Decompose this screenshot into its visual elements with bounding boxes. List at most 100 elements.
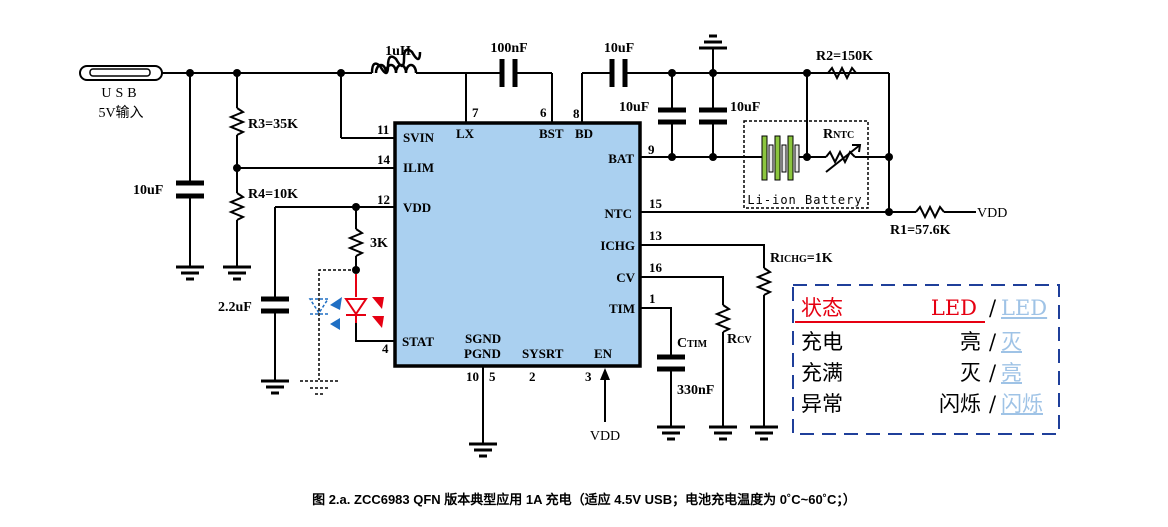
legend-alt-led-state: 闪烁 <box>1001 392 1043 416</box>
legend-header-led: LED <box>930 296 977 320</box>
battery-cell <box>761 135 800 181</box>
legend-slash: / <box>989 361 997 385</box>
legend-header-alt-led: LED <box>1001 296 1048 320</box>
bd-capacitor-label: 10uF <box>604 41 634 56</box>
ic-pin-sysrt: SYSRT 2 <box>522 346 564 384</box>
ic-pin-cv: 16 CV <box>616 260 662 285</box>
usb-connector <box>79 65 163 81</box>
tim-capacitor-name: CTIM <box>677 336 708 351</box>
legend-state: 异常 <box>801 392 843 416</box>
ichg-resistor-label: RICHG=1K <box>770 251 833 266</box>
legend-state: 充电 <box>801 330 843 354</box>
svg-text:CV: CV <box>616 270 635 285</box>
vdd-capacitor <box>259 207 291 395</box>
bat-capacitor-2-label: 10uF <box>730 100 760 115</box>
r4-label: R4=10K <box>248 187 298 202</box>
svg-text:12: 12 <box>377 192 390 207</box>
legend-header-state: 状态 <box>801 296 843 320</box>
battery-label: Li-ion Battery <box>747 193 862 207</box>
svg-text:ILIM: ILIM <box>403 160 434 175</box>
svg-text:13: 13 <box>649 228 663 243</box>
led-resistor-3k <box>347 207 365 270</box>
svg-text:SVIN: SVIN <box>403 130 435 145</box>
legend-header-slash: / <box>989 296 997 320</box>
svg-text:6: 6 <box>540 105 547 120</box>
r3-resistor <box>228 73 246 168</box>
ic-pin-sgnd: SGND 10 <box>465 331 501 384</box>
input-capacitor <box>174 73 206 281</box>
bat-capacitor-2 <box>699 73 727 157</box>
svg-text:2: 2 <box>529 369 536 384</box>
ntc-label: RNTC <box>823 127 854 142</box>
cv-resistor-label: RCV <box>727 332 752 347</box>
ic-pin-bat: 9 BAT <box>608 142 655 166</box>
legend-state: 充满 <box>801 361 843 385</box>
svg-text:TIM: TIM <box>609 301 635 316</box>
svg-text:14: 14 <box>377 152 391 167</box>
svg-text:BD: BD <box>575 126 593 141</box>
svg-text:LX: LX <box>456 126 475 141</box>
usb-input-label: 5V输入 <box>98 105 143 121</box>
svg-text:4: 4 <box>382 341 389 356</box>
ic-pin-tim: 1 TIM <box>609 291 656 316</box>
ic-zcc6983 <box>393 121 642 368</box>
svg-text:VDD: VDD <box>403 200 431 215</box>
svg-text:SYSRT: SYSRT <box>522 346 564 361</box>
ntc-thermistor <box>825 144 889 173</box>
tim-capacitor <box>640 307 687 441</box>
svg-text:11: 11 <box>377 122 389 137</box>
bst-capacitor <box>499 59 553 123</box>
svg-text:7: 7 <box>472 105 479 120</box>
legend-led-state: 亮 <box>960 330 981 354</box>
svg-text:BAT: BAT <box>608 151 634 166</box>
led-status-legend: 状态 LED / LED 充电 亮 / 灭 充满 灭 / 亮 异常 闪烁 / 闪… <box>793 283 1059 433</box>
r3-label: R3=35K <box>248 117 298 132</box>
svg-text:BST: BST <box>539 126 564 141</box>
r1-label: R1=57.6K <box>890 223 951 238</box>
tim-capacitor-value: 330nF <box>677 383 714 398</box>
ic-pin-svin: 11 SVIN <box>377 122 435 145</box>
figure-caption: 图 2.a. ZCC6983 QFN 版本典型应用 1A 充电（适应 4.5V … <box>312 492 856 507</box>
svg-text:9: 9 <box>648 142 655 157</box>
r4-resistor <box>221 168 253 281</box>
legend-alt-led-state: 亮 <box>1001 361 1022 385</box>
svg-text:16: 16 <box>649 260 663 275</box>
usb-label: USB <box>101 86 140 101</box>
led-blue <box>300 269 356 395</box>
bat-capacitor-1 <box>658 73 686 157</box>
led-resistor-label: 3K <box>370 236 388 251</box>
svg-text:SGND: SGND <box>465 331 501 346</box>
ic-pin-vdd: 12 VDD <box>377 192 431 215</box>
legend-slash: / <box>989 392 997 416</box>
svg-text:15: 15 <box>649 196 663 211</box>
inductor <box>370 48 422 75</box>
legend-alt-led-state: 灭 <box>1001 330 1022 354</box>
bst-capacitor-label: 100nF <box>490 41 527 56</box>
en-vdd-label: VDD <box>590 429 620 444</box>
svg-text:8: 8 <box>573 106 580 121</box>
ntc-vdd-label: VDD <box>977 206 1007 221</box>
svg-text:5: 5 <box>489 369 496 384</box>
inductor-label: 1uH <box>385 44 411 59</box>
svg-text:PGND: PGND <box>464 346 501 361</box>
ic-pin-stat: 4 STAT <box>382 334 434 356</box>
ic-pin-bst: 6 BST <box>539 105 564 141</box>
ic-pin-en: EN 3 <box>585 346 613 384</box>
svg-text:1: 1 <box>649 291 656 306</box>
svg-text:NTC: NTC <box>605 206 632 221</box>
led-red <box>344 274 395 342</box>
legend-led-state: 闪烁 <box>939 392 981 416</box>
legend-slash: / <box>989 330 997 354</box>
bat-capacitor-1-label: 10uF <box>619 100 649 115</box>
ic-pin-lx: 7 LX <box>456 105 479 141</box>
input-capacitor-label: 10uF <box>133 183 163 198</box>
r2-label: R2=150K <box>816 49 873 64</box>
svg-text:10: 10 <box>466 369 479 384</box>
ic-pin-ntc: 15 NTC <box>605 196 663 221</box>
vdd-capacitor-label: 2.2uF <box>218 300 252 315</box>
svg-text:3: 3 <box>585 369 592 384</box>
r1-resistor <box>915 204 976 220</box>
svg-text:ICHG: ICHG <box>600 238 635 253</box>
r2-resistor <box>827 65 890 212</box>
